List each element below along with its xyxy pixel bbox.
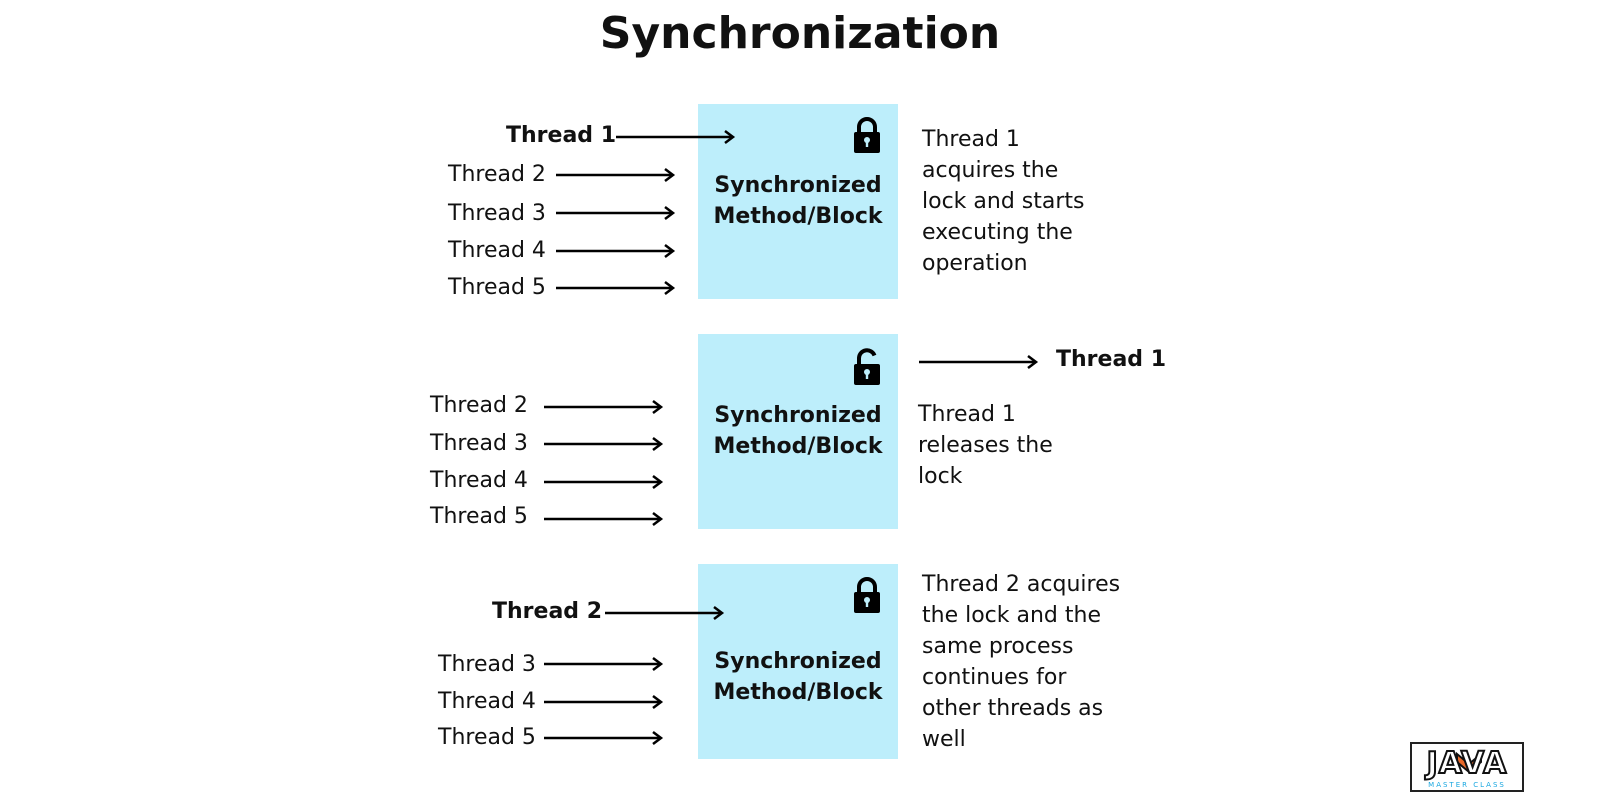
waiting-thread-label: Thread 2	[430, 393, 528, 418]
arrow-icon	[556, 244, 676, 258]
waiting-thread-label: Thread 2	[448, 162, 546, 187]
logo-chevron-icon	[1456, 751, 1482, 774]
waiting-thread-label: Thread 3	[430, 431, 528, 456]
box-label: Synchronized Method/Block	[698, 400, 898, 462]
waiting-thread-label: Thread 5	[438, 725, 536, 750]
waiting-thread-label: Thread 5	[430, 504, 528, 529]
box-label-line2: Method/Block	[713, 204, 883, 229]
arrow-icon	[605, 606, 725, 620]
synchronized-block: Synchronized Method/Block	[698, 564, 898, 759]
box-label: Synchronized Method/Block	[698, 170, 898, 232]
panel-description: Thread 1 acquires the lock and starts ex…	[922, 127, 1085, 276]
active-thread-label: Thread 1	[506, 123, 616, 148]
waiting-thread-label: Thread 4	[430, 468, 528, 493]
box-label: Synchronized Method/Block	[698, 646, 898, 708]
padlock-closed-icon	[854, 577, 880, 613]
arrow-icon	[556, 281, 676, 295]
arrow-icon	[919, 355, 1039, 369]
page-title: Synchronization	[599, 8, 1001, 59]
waiting-thread-label: Thread 4	[448, 238, 546, 263]
logo-text: JAVA	[1426, 745, 1508, 782]
box-label-line1: Synchronized	[714, 403, 882, 428]
active-thread-label: Thread 2	[492, 599, 602, 624]
box-label-line2: Method/Block	[713, 434, 883, 459]
arrow-icon	[544, 695, 664, 709]
arrow-icon	[544, 731, 664, 745]
padlock-closed-icon	[854, 117, 880, 153]
box-label-line1: Synchronized	[714, 173, 882, 198]
arrow-icon	[544, 475, 664, 489]
arrow-icon	[544, 437, 664, 451]
waiting-thread-label: Thread 3	[448, 201, 546, 226]
synchronized-block: Synchronized Method/Block	[698, 334, 898, 529]
java-master-class-logo: JAVA MASTER CLASS	[1410, 742, 1524, 792]
arrow-icon	[544, 400, 664, 414]
waiting-thread-label: Thread 3	[438, 652, 536, 677]
exiting-thread-label: Thread 1	[1056, 347, 1166, 372]
padlock-open-icon	[854, 348, 880, 385]
panel-thread1-acquires: Synchronized Method/Block Thread 1 Threa…	[0, 0, 1600, 300]
panel-thread2-acquires: Synchronized Method/Block Thread 2 Threa…	[0, 0, 1600, 759]
box-label-line1: Synchronized	[714, 649, 882, 674]
box-label-line2: Method/Block	[713, 680, 883, 705]
logo-subtext: MASTER CLASS	[1428, 781, 1506, 789]
arrow-icon	[616, 130, 736, 144]
waiting-thread-label: Thread 5	[448, 275, 546, 300]
arrow-icon	[544, 657, 664, 671]
panel-description: Thread 1 releases the lock	[918, 402, 1053, 489]
panel-thread1-releases: Synchronized Method/Block Thread 1 Threa…	[0, 0, 1600, 529]
panel-description: Thread 2 acquires the lock and the same …	[922, 572, 1121, 752]
arrow-icon	[544, 512, 664, 526]
waiting-thread-label: Thread 4	[438, 689, 536, 714]
arrow-icon	[556, 206, 676, 220]
arrow-icon	[556, 168, 676, 182]
